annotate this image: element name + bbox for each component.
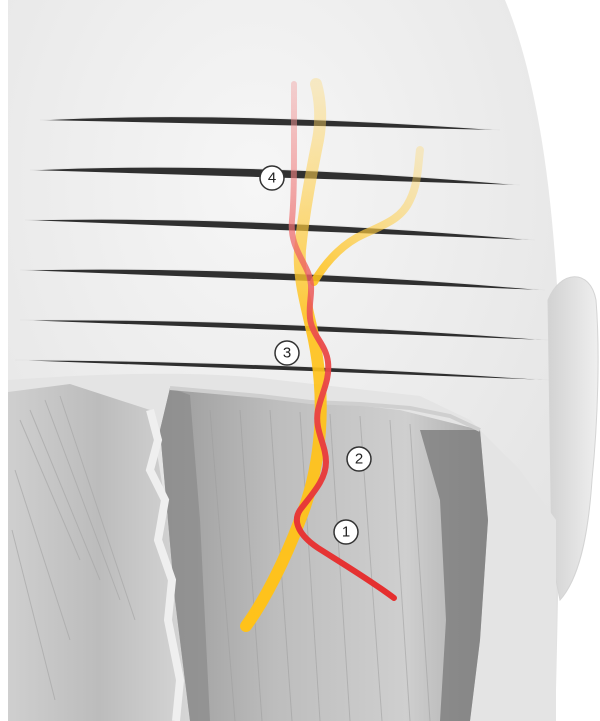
marker-1-label: 1 <box>342 524 350 541</box>
marker-3-label: 3 <box>283 345 291 362</box>
marker-4-label: 4 <box>268 170 276 187</box>
marker-4: 4 <box>260 166 284 190</box>
marker-1: 1 <box>334 520 358 544</box>
marker-3: 3 <box>275 341 299 365</box>
marker-2-label: 2 <box>355 451 363 468</box>
marker-2: 2 <box>347 447 371 471</box>
